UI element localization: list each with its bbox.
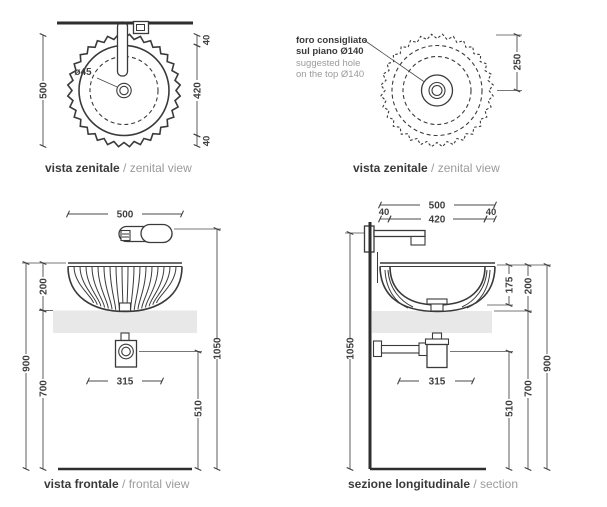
dim-faucet-height: 1050 (346, 230, 357, 472)
hole-annotation: foro consigliato sul piano Ø140 suggeste… (296, 35, 425, 83)
faucet-spout-plan (116, 21, 129, 77)
dim-bottom-band: 40 (193, 133, 213, 149)
dim-inner-diameter: 420 (193, 43, 204, 138)
svg-text:900: 900 (543, 355, 554, 372)
drain-leader-line (96, 77, 118, 88)
view-section: 500 40 420 40 (345, 201, 554, 491)
svg-text:40: 40 (486, 207, 497, 218)
svg-text:500: 500 (39, 82, 50, 99)
dim-width: 500 (377, 201, 498, 212)
basin-scalloped-rim-dashed (380, 33, 494, 148)
svg-text:1050: 1050 (213, 337, 224, 360)
dim-drain-height: 510 (505, 349, 516, 472)
drain-diameter-label: ø45 (74, 67, 92, 78)
basin-bottom-dashed (402, 55, 472, 126)
note-line2: sul piano Ø140 (296, 46, 364, 57)
dim-counter-height: 700 (39, 308, 50, 472)
dim-trap-width: 315 (85, 377, 165, 388)
dim-overall-diameter: 500 (39, 32, 50, 149)
dim-left-band: 40 (377, 207, 392, 223)
trap-flange-section (424, 338, 450, 346)
dim-radius-to-hole: 250 (496, 32, 524, 93)
svg-text:510: 510 (194, 400, 205, 417)
svg-text:315: 315 (429, 377, 446, 388)
caption-section: sezione longitudinale / section (348, 477, 518, 491)
note-line1: foro consigliato (296, 35, 367, 46)
caption-zenital-left: vista zenitale / zenital view (45, 161, 192, 175)
svg-text:250: 250 (513, 53, 524, 70)
caption-frontal: vista frontale / frontal view (44, 477, 190, 491)
svg-text:200: 200 (39, 278, 50, 295)
dim-right-band: 40 (483, 207, 498, 223)
dim-top-band: 40 (193, 32, 213, 48)
faucet-handle-plan (132, 20, 150, 35)
bottle-trap-section (426, 343, 448, 369)
svg-text:1050: 1050 (346, 337, 357, 360)
drain-fitting-front (118, 302, 132, 312)
faucet-outlet-front (120, 229, 131, 242)
dim-rim-height: 900 (543, 262, 554, 472)
drain-inner (119, 85, 129, 96)
svg-text:510: 510 (505, 400, 516, 417)
view-frontal: 500 900 200 (22, 210, 224, 492)
bowl-wall-ribs-left (384, 269, 414, 309)
svg-text:500: 500 (429, 201, 446, 212)
svg-text:500: 500 (117, 210, 134, 221)
faucet-arm-section (373, 229, 426, 238)
svg-text:40: 40 (379, 207, 390, 218)
dim-counter-height: 700 (524, 308, 535, 472)
caption-zenital-right: vista zenitale / zenital view (353, 161, 500, 175)
dim-bowl-height: 200 (524, 262, 535, 314)
drain-tailpipe-front (120, 332, 130, 342)
note-line4: on the top Ø140 (296, 69, 364, 80)
drain-inner (431, 84, 443, 97)
svg-text:700: 700 (524, 380, 535, 397)
note-line3: suggested hole (296, 58, 360, 69)
bowl-wall-ribs-right (461, 269, 491, 309)
counter-slab-front (53, 310, 197, 333)
faucet-mixer-front (140, 223, 173, 244)
bowl-ribs (73, 266, 177, 311)
dim-basin-depth: 175 (505, 262, 516, 308)
drain-flange-section (426, 298, 448, 305)
dim-trap-width: 315 (396, 377, 476, 388)
svg-text:40: 40 (202, 35, 213, 46)
dim-drain-height: 510 (194, 349, 205, 472)
svg-text:900: 900 (22, 355, 33, 372)
svg-text:40: 40 (202, 136, 213, 147)
svg-text:420: 420 (429, 215, 446, 226)
dim-inner-width: 420 (387, 215, 488, 226)
dim-rim-height: 900 (22, 260, 33, 472)
svg-text:420: 420 (193, 82, 204, 99)
waste-pipe-horizontal (380, 344, 423, 354)
basin-scalloped-rim (66, 33, 182, 148)
view-zenital-left: ø45 500 40 420 40 vista zenitale / zenit… (39, 20, 213, 175)
hole-leader-line (363, 39, 425, 83)
faucet-handle-detail (136, 24, 145, 31)
svg-text:700: 700 (39, 380, 50, 397)
view-zenital-right: foro consigliato sul piano Ø140 suggeste… (296, 32, 524, 175)
basin-inner-rim-dashed (391, 44, 483, 137)
drain-body-section (430, 303, 444, 312)
counter-slab-section (372, 311, 492, 333)
svg-text:175: 175 (505, 276, 516, 293)
faucet-nozzle-section (410, 235, 426, 246)
dim-faucet-height: 1050 (213, 226, 224, 472)
svg-text:200: 200 (524, 277, 535, 294)
basin-bottom-dashed (89, 55, 159, 126)
waste-wall-flange (372, 340, 383, 358)
trap-outlet-inner (121, 346, 131, 357)
svg-text:315: 315 (117, 377, 134, 388)
dim-bowl-height: 200 (39, 260, 50, 313)
dim-width: 500 (65, 210, 185, 221)
